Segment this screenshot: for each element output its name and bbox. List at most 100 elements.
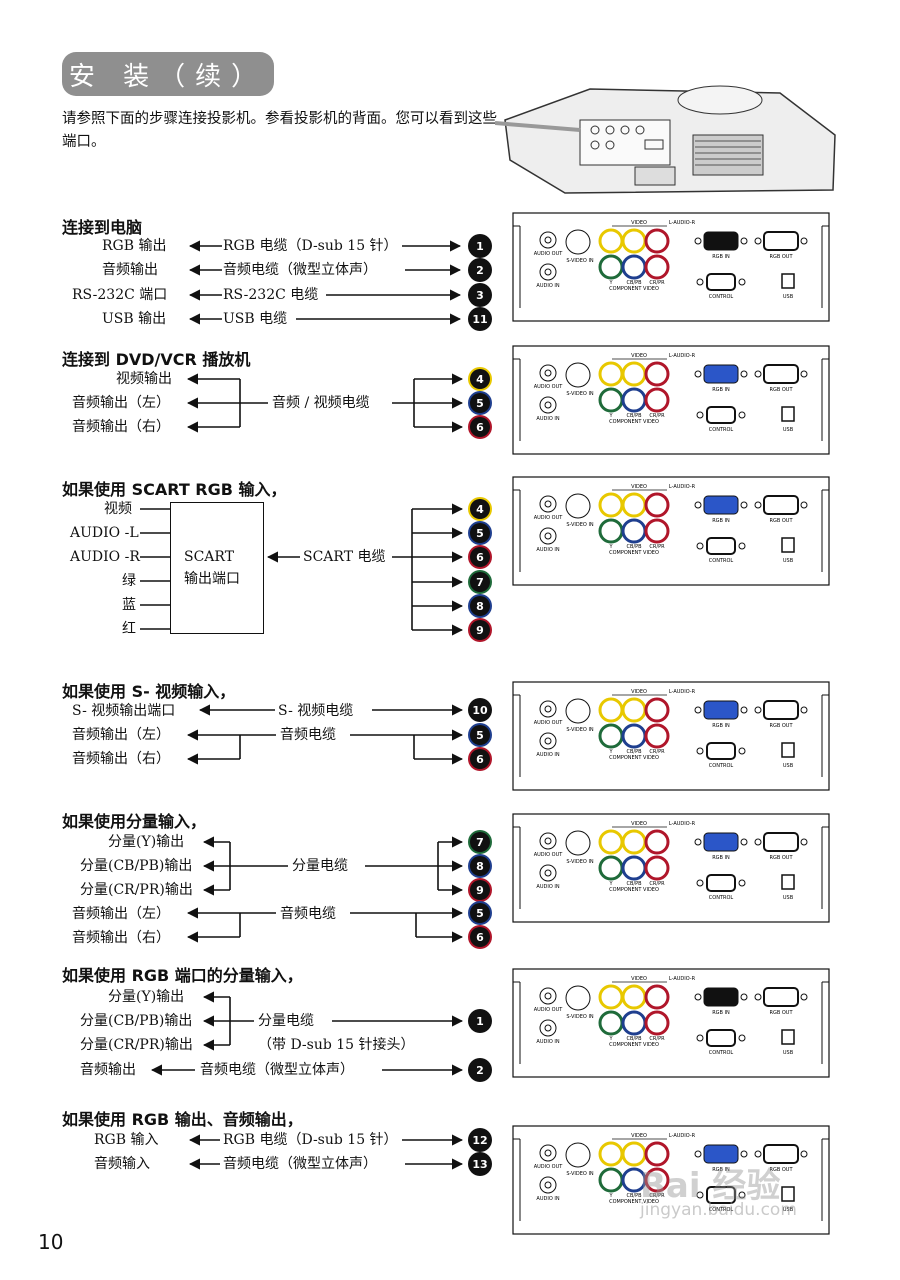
port-number-badge: 7 <box>470 572 490 592</box>
label-usb: USB <box>783 427 794 433</box>
label-control: CONTROL <box>709 558 734 564</box>
label-control: CONTROL <box>709 427 734 433</box>
label-usb: USB <box>783 1050 794 1056</box>
label-cb: CB/PB <box>626 1036 642 1042</box>
label-usb: USB <box>783 895 794 901</box>
port-number-badge: 6 <box>470 749 490 769</box>
audio-output-label: 音频输出 <box>102 262 158 278</box>
label-component-video: COMPONENT VIDEO <box>609 286 659 292</box>
label-cb: CB/PB <box>626 881 642 887</box>
svideo-output-label: S- 视频输出端口 <box>72 703 176 719</box>
label-component-video: COMPONENT VIDEO <box>609 755 659 761</box>
label-cb: CB/PB <box>626 544 642 550</box>
label-cr: CR/PR <box>649 1193 665 1199</box>
label-audio-lr: L-AUDIO-R <box>669 353 696 359</box>
audio-input-label: 音频输入 <box>94 1156 150 1172</box>
scart-box-line2: 输出端口 <box>184 571 240 587</box>
label-cb: CB/PB <box>626 413 642 419</box>
component-cr-label: 分量(CR/PR)输出 <box>80 882 193 898</box>
svideo-audio-right-label: 音频输出（右） <box>72 751 170 767</box>
rgb-cable-label: RGB 电缆（D-sub 15 针） <box>223 238 398 254</box>
svideo-audio-cable-label: 音频电缆 <box>280 727 336 743</box>
port-number-badge: 2 <box>470 260 490 280</box>
label-y: Y <box>608 1036 613 1042</box>
label-audio-lr: L-AUDIO-R <box>669 976 696 982</box>
label-video: VIDEO <box>631 353 647 359</box>
scart-box-line1: SCART <box>184 549 235 565</box>
port-number-badge: 8 <box>470 596 490 616</box>
label-rgb-in: RGB IN <box>712 1167 730 1173</box>
port-number-badge: 3 <box>470 285 490 305</box>
section-scart-title: 如果使用 SCART RGB 输入， <box>62 480 287 499</box>
port-number-badge: 9 <box>470 880 490 900</box>
label-rgb-out: RGB OUT <box>769 723 793 729</box>
port-number-badge: 2 <box>470 1060 490 1080</box>
page-number: 10 <box>38 1230 64 1254</box>
label-cb: CB/PB <box>626 280 642 286</box>
label-cr: CR/PR <box>649 280 665 286</box>
rgbcomp-cable-label: 分量电缆 <box>258 1013 314 1029</box>
port-number-badge: 10 <box>470 700 490 720</box>
label-audio-in: AUDIO IN <box>536 547 559 553</box>
label-usb: USB <box>783 558 794 564</box>
port-number-badge: 1 <box>470 236 490 256</box>
svideo-cable-label: S- 视频电缆 <box>278 703 354 719</box>
section-rgb-component-title: 如果使用 RGB 端口的分量输入， <box>62 966 303 985</box>
label-control: CONTROL <box>709 763 734 769</box>
label-audio-out: AUDIO OUT <box>534 1007 564 1013</box>
label-video: VIDEO <box>631 1133 647 1139</box>
label-video: VIDEO <box>631 821 647 827</box>
label-y: Y <box>608 413 613 419</box>
svideo-audio-left-label: 音频输出（左） <box>72 727 170 743</box>
component-audio-right-label: 音频输出（右） <box>72 930 170 946</box>
label-audio-lr: L-AUDIO-R <box>669 821 696 827</box>
label-video: VIDEO <box>631 976 647 982</box>
label-video: VIDEO <box>631 220 647 226</box>
label-cr: CR/PR <box>649 881 665 887</box>
port-number-badge: 5 <box>470 725 490 745</box>
label-audio-out: AUDIO OUT <box>534 852 564 858</box>
label-control: CONTROL <box>709 1050 734 1056</box>
label-usb: USB <box>783 763 794 769</box>
label-audio-in: AUDIO IN <box>536 752 559 758</box>
label-rgb-out: RGB OUT <box>769 1010 793 1016</box>
scart-cable-label: SCART 电缆 <box>303 549 386 565</box>
audio-cable-label: 音频电缆（微型立体声） <box>223 262 377 278</box>
label-y: Y <box>608 544 613 550</box>
component-audio-cable-label: 音频电缆 <box>280 906 336 922</box>
label-audio-in: AUDIO IN <box>536 1039 559 1045</box>
label-component-video: COMPONENT VIDEO <box>609 1042 659 1048</box>
label-control: CONTROL <box>709 895 734 901</box>
audio-output-right-label: 音频输出（右） <box>72 419 170 435</box>
label-audio-out: AUDIO OUT <box>534 720 564 726</box>
port-number-badge: 9 <box>470 620 490 640</box>
label-component-video: COMPONENT VIDEO <box>609 1199 659 1205</box>
rgbcomp-y-label: 分量(Y)输出 <box>108 989 185 1005</box>
label-cb: CB/PB <box>626 749 642 755</box>
rgb-input-label: RGB 输入 <box>94 1132 159 1148</box>
rgbcomp-audio-output-label: 音频输出 <box>80 1062 136 1078</box>
scart-blue-label: 蓝 <box>122 597 136 613</box>
rgbcomp-dsub-label: （带 D-sub 15 针接头） <box>258 1037 415 1053</box>
component-y-label: 分量(Y)输出 <box>108 834 185 850</box>
rgbcomp-cb-label: 分量(CB/PB)输出 <box>80 1013 193 1029</box>
label-svideo-in: S-VIDEO IN <box>566 859 594 865</box>
port-number-badge: 13 <box>470 1154 490 1174</box>
rgb-out-cable-label: RGB 电缆（D-sub 15 针） <box>223 1132 398 1148</box>
label-svideo-in: S-VIDEO IN <box>566 1171 594 1177</box>
port-number-badge: 5 <box>470 903 490 923</box>
section-pc-title: 连接到电脑 <box>62 218 143 237</box>
label-audio-in: AUDIO IN <box>536 283 559 289</box>
label-y: Y <box>608 881 613 887</box>
label-svideo-in: S-VIDEO IN <box>566 1014 594 1020</box>
scart-video-label: 视频 <box>104 501 132 517</box>
scart-audio-r-label: AUDIO -R <box>70 549 140 565</box>
projector-illustration <box>495 85 836 194</box>
label-rgb-in: RGB IN <box>712 387 730 393</box>
label-rgb-out: RGB OUT <box>769 855 793 861</box>
label-rgb-out: RGB OUT <box>769 518 793 524</box>
label-cr: CR/PR <box>649 413 665 419</box>
port-number-badge: 7 <box>470 832 490 852</box>
